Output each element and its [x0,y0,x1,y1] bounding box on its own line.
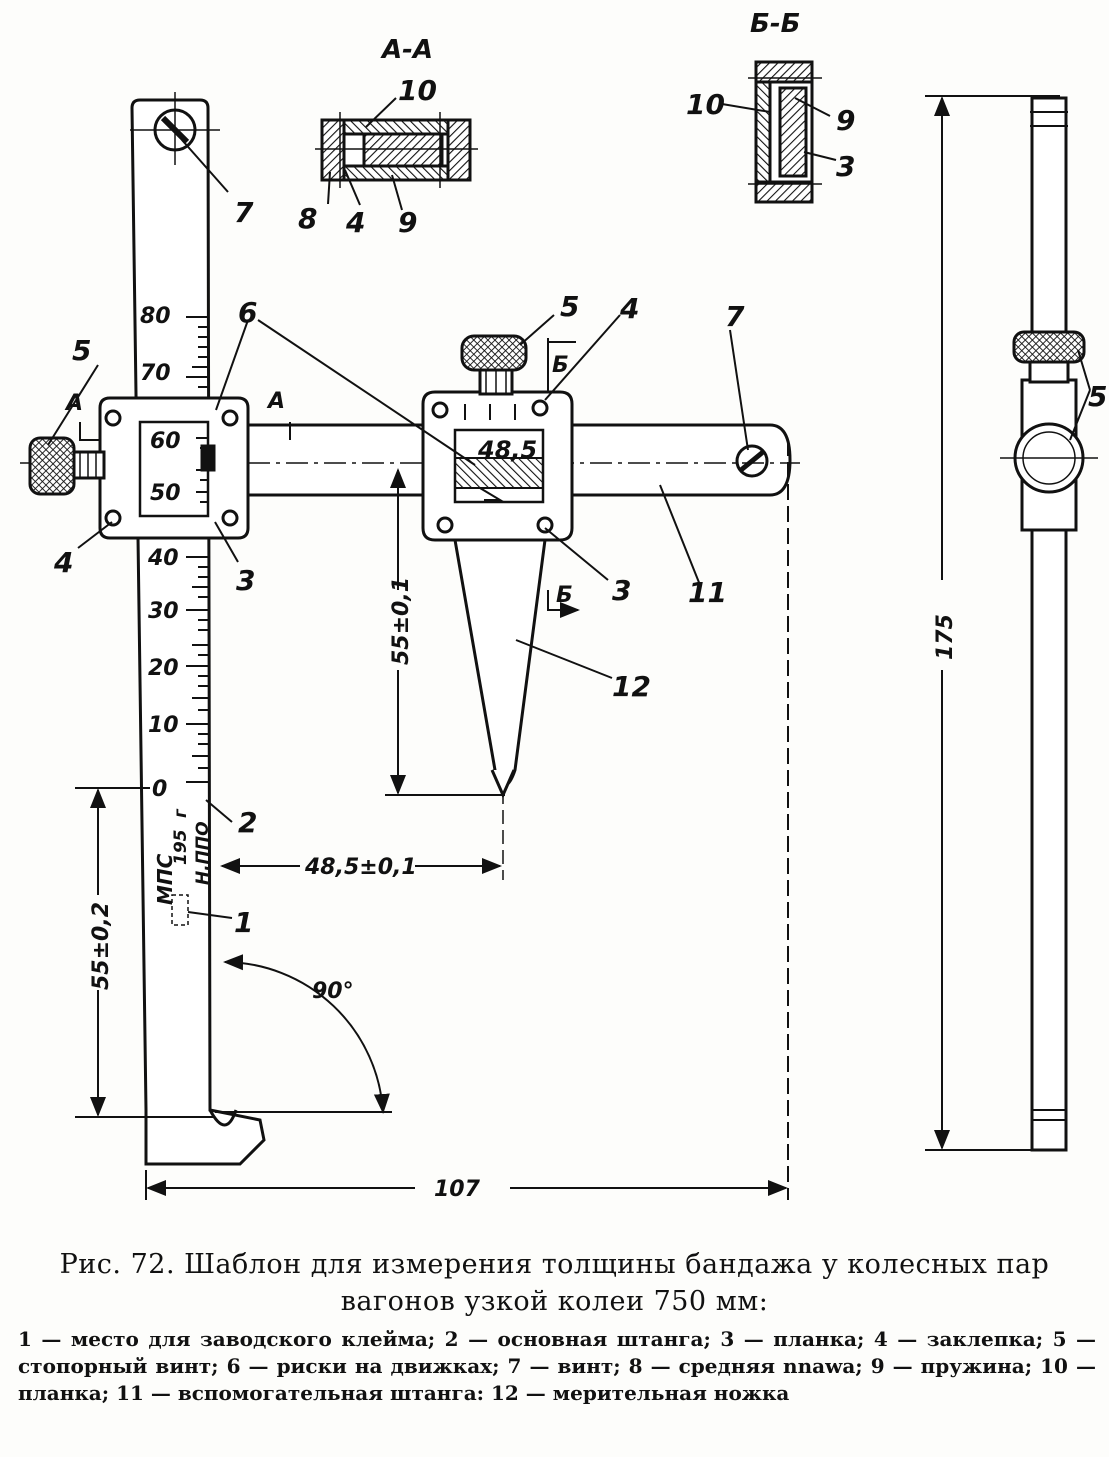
callout-5-side: 5 [1088,380,1107,413]
stamp-area: МПС 195 г Н.ППО [153,808,213,926]
figure-caption-title: Рис. 72. Шаблон для измерения толщины ба… [59,1249,1050,1317]
slider-label: 60 [150,429,181,454]
right-slider [421,390,574,542]
stamp-text-ppo: Н.ППО [193,821,213,885]
figure-caption-legend: 1 — место для заводского клейма; 2 — осн… [18,1327,1096,1405]
cut-mark-a-right: А [266,389,285,414]
dim-angle: 90° [312,979,354,1004]
stamp-text-year: 195 [171,830,191,866]
dimension-labels: 55±0,1 48,5±0,1 55±0,2 90° 107 175 А А Б… [64,353,958,1202]
callout-5-top: 5 [560,290,579,323]
callout-10-aa: 10 [398,74,437,107]
dim-55-02: 55±0,2 [89,902,114,990]
callout-4: 4 [53,546,73,579]
callout-9-bb: 9 [836,104,855,137]
dimension-lines [75,95,1060,1200]
callout-12: 12 [612,670,651,703]
section-aa [315,112,478,188]
section-aa-title: А-А [380,35,433,65]
template-drawing: 80 70 40 30 20 10 0 МПС 195 г Н.ППО [20,9,1107,1202]
callout-9-aa: 9 [398,206,417,239]
slider-scale-labels: 60 50 [150,429,181,506]
side-view [1000,96,1098,1152]
callout-1: 1 [234,906,253,939]
callout-labels: 7 5 6 4 3 5 4 7 3 11 12 2 1 10 8 4 9 10 … [53,74,1107,939]
callout-10-bb: 10 [686,88,725,121]
callout-6: 6 [238,296,257,329]
main-bar [130,92,266,1166]
scale-label: 40 [147,546,179,571]
section-bb [748,60,822,204]
scale-label: 80 [140,304,171,329]
dim-height: 175 [933,614,958,660]
dim-55-01: 55±0,1 [389,577,414,665]
cut-mark-b-bottom: Б [556,583,573,608]
cut-mark-b-top: Б [552,353,569,378]
left-stop-screw [28,436,106,496]
scale-label: 20 [148,656,179,681]
leader-lines [47,97,1091,919]
scale-label: 0 [152,777,167,802]
slider-reading: 48,5 [477,436,537,464]
callout-3-right: 3 [612,574,631,607]
main-scale-ticks [186,316,208,783]
callout-8: 8 [298,202,317,235]
measuring-leg [453,538,547,880]
callout-7-right: 7 [725,300,745,333]
dim-width: 107 [434,1177,481,1202]
scale-label: 10 [148,713,179,738]
callout-2: 2 [238,806,257,839]
callout-7: 7 [234,196,254,229]
section-bb-title: Б-Б [750,9,800,39]
slider-label: 50 [150,481,181,506]
scale-label: 30 [148,599,179,624]
callout-3: 3 [236,564,255,597]
left-slider [98,396,250,540]
callout-4-aa: 4 [345,206,365,239]
callout-4-right: 4 [619,292,639,325]
callout-3-bb: 3 [836,150,855,183]
top-stop-screw [460,334,528,396]
callout-11: 11 [688,576,727,609]
main-scale-labels: 80 70 40 30 20 10 0 [140,304,179,802]
dim-48-5: 48,5±0,1 [304,855,417,880]
stamp-text-mps: МПС [153,853,177,905]
callout-5: 5 [72,334,91,367]
stamp-text-g: г [171,808,191,818]
scale-label: 70 [140,361,171,386]
